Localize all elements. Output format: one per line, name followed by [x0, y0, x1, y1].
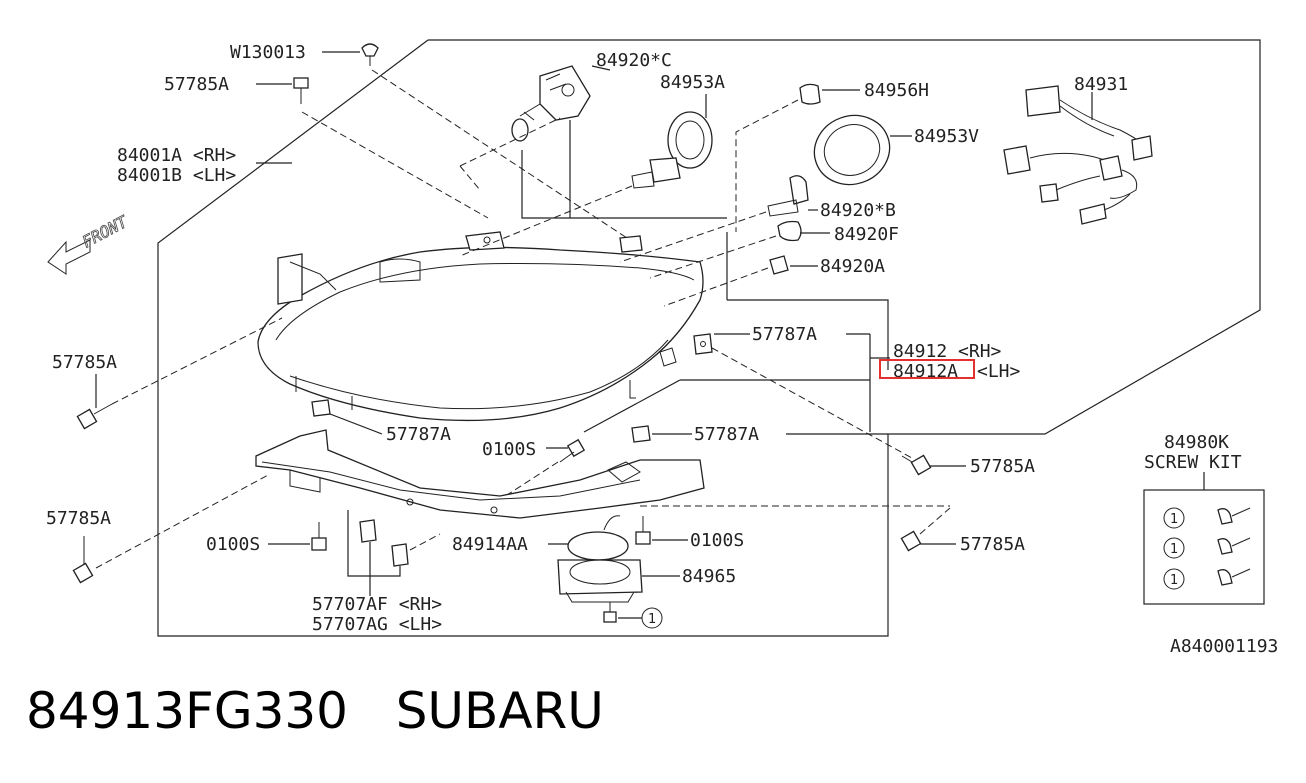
ring-84953v-icon: [813, 114, 891, 186]
kit-num-a: 1: [1170, 512, 1178, 527]
screw-kit-screw-c-icon: [1163, 568, 1251, 590]
headlamp-parts-diagram: FRONT W130013 57785A 84001A <RH> 84001B …: [46, 39, 1278, 657]
figure-code: A840001193: [1170, 636, 1278, 657]
bolt-0100s-1-icon: [559, 438, 586, 463]
dash-57787a-1: [711, 347, 913, 459]
label-57787a-2: 57787A: [386, 424, 451, 445]
dash-84920b: [619, 211, 767, 263]
screw-57785a-left-icon: [76, 403, 113, 430]
screw-57785a-left2-icon: [72, 536, 94, 584]
label-57785a-right2: 57785A: [960, 534, 1025, 555]
dash-57785a-left: [111, 317, 283, 405]
label-57707af: 57707AF <RH>: [312, 594, 442, 615]
dash-motor: [459, 117, 561, 167]
dash-57785a-right2: [919, 507, 951, 535]
dash-84953a: [459, 185, 633, 257]
highlight-84912a-box: [879, 359, 975, 379]
front-label: FRONT: [79, 212, 132, 252]
ballast-84965-icon: [557, 515, 643, 603]
label-w130013: W130013: [230, 42, 306, 63]
label-57785a-top: 57785A: [164, 74, 229, 95]
screw-kit-screw-a-icon: [1163, 507, 1251, 529]
label-57787a-1: 57787A: [752, 324, 817, 345]
label-84965: 84965: [682, 566, 736, 587]
brand-name: SUBARU: [395, 682, 604, 740]
label-57787a-3: 57787A: [694, 424, 759, 445]
label-84920a: 84920A: [820, 256, 885, 277]
part-number: 84913FG330: [26, 682, 348, 740]
clip-57787a-3-icon: [631, 425, 651, 443]
label-84980k: 84980K: [1164, 432, 1229, 453]
label-84914aa: 84914AA: [452, 534, 528, 555]
cap-84956h-icon: [799, 83, 821, 105]
kit-num-b: 1: [1170, 542, 1178, 557]
bulb-84920b-icon: [767, 175, 809, 217]
dash-84920f: [649, 235, 777, 279]
label-84001a: 84001A <RH>: [117, 145, 236, 166]
bolt-0100s-3-icon: [635, 516, 651, 545]
lower-bracket: [255, 429, 705, 519]
label-84920f: 84920F: [834, 224, 899, 245]
dash-84920a: [663, 267, 769, 307]
screw-57785a-top-icon: [293, 77, 309, 104]
headlamp-housing: [257, 231, 704, 422]
label-0100s-2: 0100S: [206, 534, 260, 555]
kit-num-c: 1: [1170, 573, 1178, 588]
dash-57707: [409, 533, 441, 551]
label-84956h: 84956H: [864, 80, 929, 101]
label-57785a-left2: 57785A: [46, 508, 111, 529]
leader-57707-bracket: [347, 510, 401, 577]
label-screw-kit: SCREW KIT: [1144, 452, 1242, 473]
inner-frame-line: [727, 299, 889, 370]
label-0100s-3: 0100S: [690, 530, 744, 551]
clip-57787a-1-icon: [693, 333, 713, 355]
label-84920b: 84920*B: [820, 200, 896, 221]
bulb-84920f-icon: [777, 220, 802, 242]
label-57785a-right1: 57785A: [970, 456, 1035, 477]
leveling-motor-icon: [511, 65, 591, 142]
screw-kit-screw-b-icon: [1163, 537, 1251, 559]
label-84001b: 84001B <LH>: [117, 165, 236, 186]
screw-kit-box: [1143, 489, 1265, 605]
clip-w130013-icon: [361, 43, 379, 66]
ref-num: 1: [648, 612, 656, 627]
dash-84956h: [735, 99, 799, 232]
dash-motor-2: [459, 165, 481, 191]
label-84953a: 84953A: [660, 72, 725, 93]
bolt-0100s-2-icon: [311, 522, 327, 551]
label-84912a-code: 84912A: [893, 361, 958, 382]
dash-w130013: [371, 69, 631, 241]
label-57707ag: 57707AG <LH>: [312, 614, 442, 635]
clip-57787a-2-icon: [311, 399, 331, 417]
label-84953v: 84953V: [914, 126, 979, 147]
screw-57785a-right2-icon: [900, 530, 922, 552]
label-0100s-1: 0100S: [482, 439, 536, 460]
label-84912-rh: 84912 <RH>: [893, 341, 1002, 362]
leader-57787a-2: [329, 413, 383, 435]
leader-84920c: [591, 65, 611, 71]
label-84912a-suffix: <LH>: [977, 361, 1021, 382]
label-84931: 84931: [1074, 74, 1128, 95]
harness-84931-icon: [1003, 85, 1153, 225]
clip-57707-icon: [359, 519, 409, 567]
label-57785a-left: 57785A: [52, 352, 117, 373]
caption: 84913FG330 SUBARU: [26, 682, 604, 740]
dash-57785a-top: [301, 111, 489, 219]
bulb-box-line: [521, 150, 727, 219]
screw-57785a-right1-icon: [901, 454, 932, 476]
front-arrow-icon: FRONT: [47, 211, 132, 275]
bulb-84953a-icon: [631, 111, 713, 189]
label-84920c: 84920*C: [596, 50, 672, 71]
bulb-84920a-icon: [769, 255, 789, 275]
leader-84912-lower2: [583, 379, 681, 433]
